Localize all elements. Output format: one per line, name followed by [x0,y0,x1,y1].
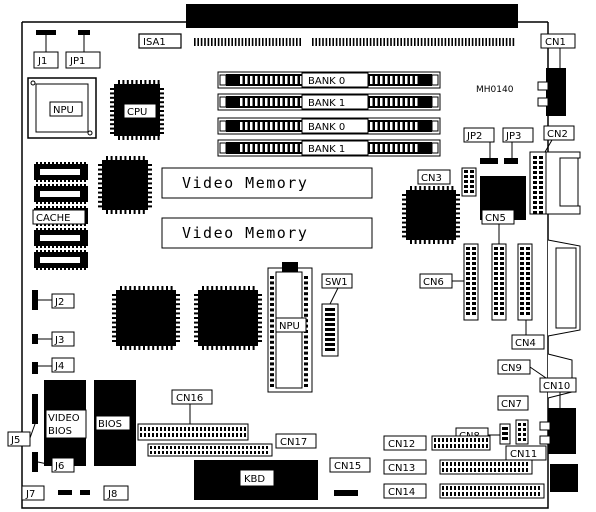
cn17-label: CN17 [280,437,307,448]
isa-slot [186,4,518,28]
isa1-label: ISA1 [143,37,166,48]
cn1-connector [546,68,566,116]
j2-jumper [32,290,38,310]
model-number: MH0140 [476,85,514,95]
jp3-jumper [504,158,518,164]
cn16-connector [137,423,249,441]
j2-label: J2 [54,297,64,308]
cpu-label: CPU [127,107,147,118]
j1-label-box [33,51,59,69]
j8-jumper [80,490,90,495]
controller-chip-1 [406,190,456,240]
cn10-label: CN10 [543,381,570,392]
jp3-label: JP3 [505,131,521,142]
cn12-connector [431,435,491,451]
cn11-label: CN11 [510,449,537,460]
cn14-label: CN14 [388,487,415,498]
jp2-label: JP2 [466,131,482,142]
cn2-connector [529,151,547,215]
isa1-label-box [138,33,182,49]
cn7-connector [515,419,529,445]
jp1-label-box [65,51,101,69]
cn11-connector [550,464,578,492]
cn17-connector [147,443,273,457]
video-bios-label-1: VIDEO [48,413,80,424]
isa-slot-pins [194,38,515,46]
j4-jumper [32,362,38,374]
cn4-label: CN4 [515,338,536,349]
j5-label: J5 [10,435,20,446]
cn2-label: CN2 [547,129,568,140]
kbd-label: KBD [244,474,265,485]
j7-jumper [58,490,72,495]
bios-label: BIOS [98,419,122,430]
jp1-jumper [78,30,90,35]
video-memory-box-1 [161,167,373,199]
cn9-label: CN9 [501,363,522,374]
video-chip-1 [102,160,148,210]
chipset-1 [116,290,176,346]
j6-label: J6 [54,461,64,472]
cn3-label: CN3 [421,173,442,184]
cn7-label: CN7 [501,399,522,410]
npu-mid-label: NPU [279,321,300,332]
j1-jumper [36,30,56,35]
bank-label: BANK 0 [308,122,345,133]
cn12-label: CN12 [388,439,415,450]
cn15-connector [334,490,358,496]
cn6-label: CN6 [423,277,444,288]
j7-label: J7 [25,489,35,500]
video-memory-label-1: Video Memory [182,174,308,192]
cn1-label: CN1 [545,37,566,48]
j8-label: J8 [107,489,117,500]
j5-jumper [32,394,38,424]
video-memory-label-2: Video Memory [182,224,308,242]
j6-jumper [32,452,38,472]
chipset-2 [198,290,258,346]
cache-label: CACHE [36,213,70,224]
bank-label: BANK 0 [308,76,345,87]
video-bios-label-2: BIOS [48,426,72,437]
cn15-label: CN15 [334,461,361,472]
bank-label: BANK 1 [308,98,345,109]
video-memory-box-2 [161,217,373,249]
npu-label: NPU [53,105,74,116]
cn13-label: CN13 [388,463,415,474]
cn5-label: CN5 [485,213,506,224]
j1-label: J1 [37,56,47,67]
cn10-connector [548,408,576,454]
jp1-label: JP1 [69,56,85,67]
sw1-label: SW1 [325,277,348,288]
j3-jumper [32,334,38,344]
jp2-jumper [480,158,498,164]
j4-label: J4 [54,361,64,372]
bank-label: BANK 1 [308,144,345,155]
cn16-label: CN16 [176,393,203,404]
j3-label: J3 [54,335,64,346]
